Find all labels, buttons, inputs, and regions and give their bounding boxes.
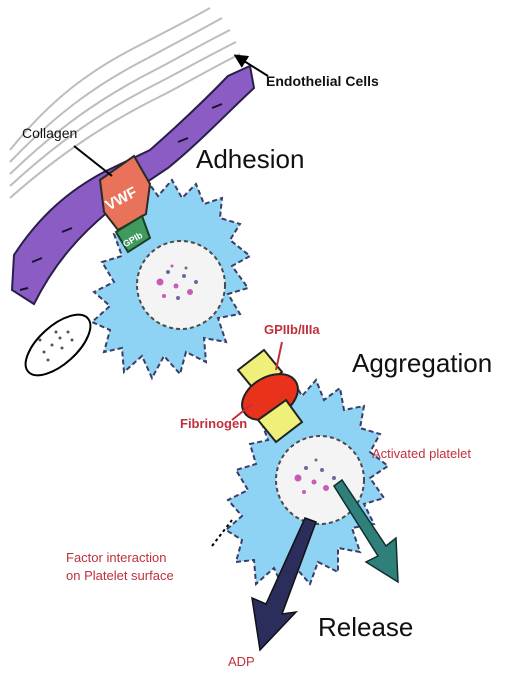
gpiib-iiia-pointer [276,342,282,370]
factor-interaction-label-line1: Factor interaction [66,550,166,565]
gpiib-iiia-label: GPIIb/IIIa [264,322,320,337]
aggregation-heading: Aggregation [352,348,492,378]
platelet-granule-zone [137,241,225,329]
fibrinogen-label: Fibrinogen [180,416,247,431]
adhesion-heading: Adhesion [196,144,304,174]
release-heading: Release [318,612,413,642]
collagen-label: Collagen [22,125,77,141]
adp-label: ADP [228,654,255,669]
activated-platelet-label: Activated platelet [372,446,471,461]
factor-interaction-label-line2: on Platelet surface [66,568,174,583]
cell-fragment [16,304,101,386]
endothelial-cells-label: Endothelial Cells [266,73,379,89]
collagen-pointer [74,146,112,176]
